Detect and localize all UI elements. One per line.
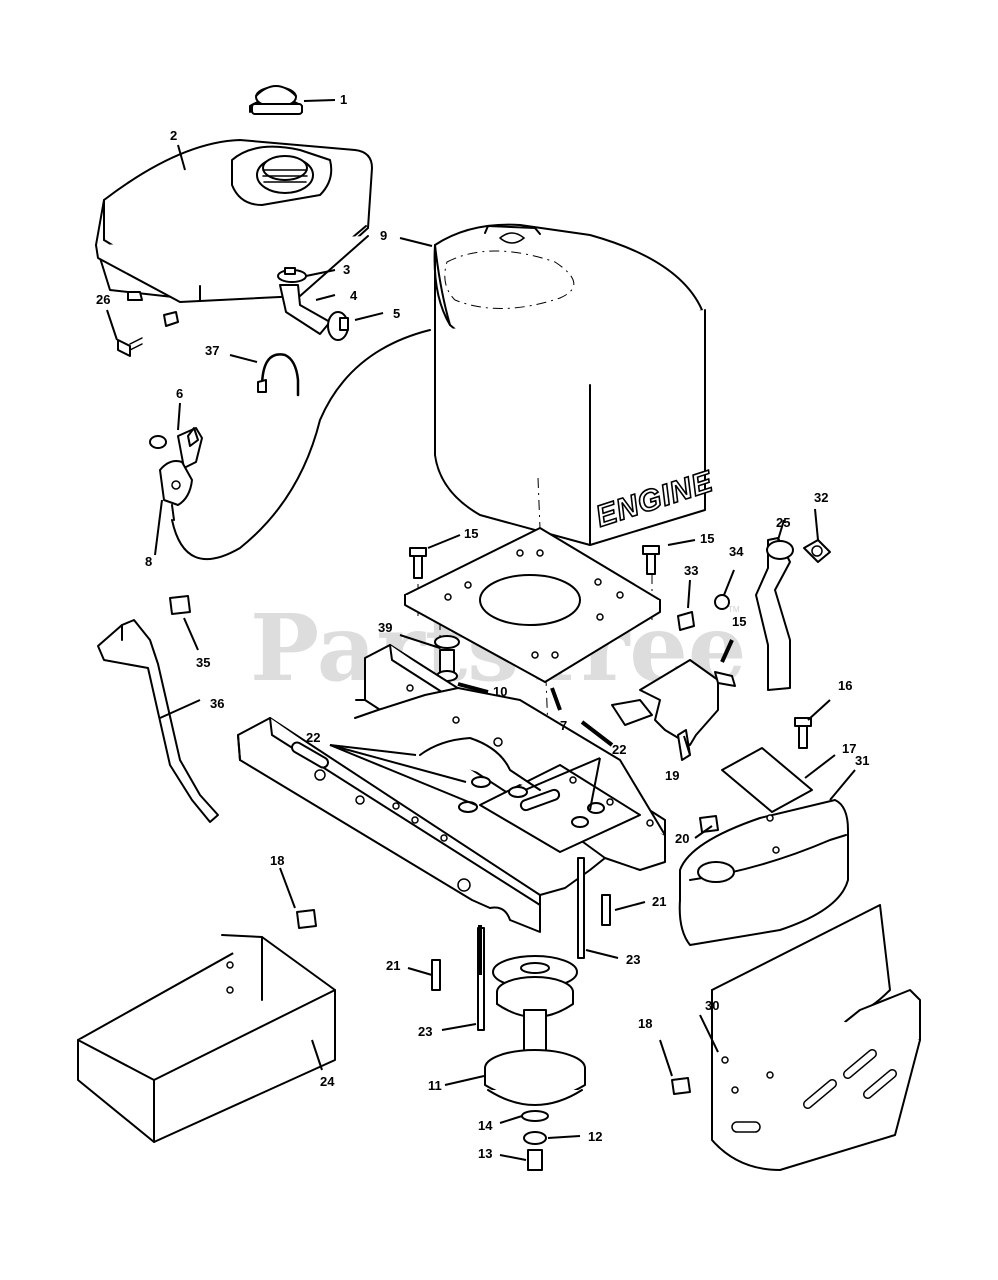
callout-32[interactable]: 32 — [814, 490, 828, 505]
pulley-upper[interactable] — [492, 955, 578, 1018]
washer-14[interactable] — [521, 1110, 549, 1122]
callout-21-right[interactable]: 21 — [652, 894, 666, 909]
callout-19[interactable]: 19 — [665, 768, 679, 783]
callout-24[interactable]: 24 — [320, 1074, 335, 1089]
bolt-13[interactable] — [527, 1149, 543, 1171]
callout-11[interactable]: 11 — [428, 1078, 442, 1093]
callout-15-right[interactable]: 15 — [700, 531, 714, 546]
callout-13[interactable]: 13 — [478, 1146, 492, 1161]
bolt-21-right[interactable] — [601, 894, 611, 926]
callout-25[interactable]: 25 — [776, 515, 790, 530]
bolt-15-left[interactable] — [409, 547, 427, 579]
callout-14[interactable]: 14 — [478, 1118, 493, 1133]
callout-4[interactable]: 4 — [350, 288, 358, 303]
callout-30[interactable]: 30 — [705, 998, 719, 1013]
callouts: 1 2 3 4 5 6 7 8 9 10 11 12 13 14 15 15 1… — [96, 92, 869, 1161]
callout-18-shield[interactable]: 18 — [638, 1016, 652, 1031]
callout-15-bracket[interactable]: 15 — [732, 614, 746, 629]
fuel-tank[interactable] — [95, 139, 373, 327]
callout-36[interactable]: 36 — [210, 696, 224, 711]
hose-clamp-lower[interactable] — [327, 311, 349, 341]
callout-10[interactable]: 10 — [493, 684, 507, 699]
engine[interactable]: ENGINE — [433, 223, 718, 546]
callout-17[interactable]: 17 — [842, 741, 856, 756]
callout-12[interactable]: 12 — [588, 1129, 602, 1144]
screw-26[interactable] — [117, 337, 143, 357]
watermark-trademark: TM — [728, 605, 740, 614]
screw-35[interactable] — [169, 595, 191, 615]
washer-12[interactable] — [523, 1131, 547, 1145]
callout-39[interactable]: 39 — [378, 620, 392, 635]
exhaust-gasket-32[interactable] — [803, 539, 831, 563]
throttle-control[interactable] — [149, 427, 203, 521]
leader-lines — [106, 99, 856, 1161]
callout-1[interactable]: 1 — [340, 92, 347, 107]
screw-33[interactable] — [677, 611, 695, 631]
hose-clamp-upper[interactable] — [277, 267, 307, 283]
frame-chassis[interactable] — [237, 644, 666, 933]
bracket-17[interactable] — [721, 747, 813, 813]
callout-34[interactable]: 34 — [729, 544, 744, 559]
screw-18-battery[interactable] — [296, 909, 317, 929]
callout-16[interactable]: 16 — [838, 678, 852, 693]
callout-15-left[interactable]: 15 — [464, 526, 478, 541]
callout-7[interactable]: 7 — [560, 718, 567, 733]
fuel-cap[interactable] — [249, 85, 303, 115]
nut-22[interactable] — [458, 776, 605, 828]
callout-8[interactable]: 8 — [145, 554, 152, 569]
lock-washer-39[interactable] — [434, 635, 460, 649]
bolt-21-left[interactable] — [431, 959, 441, 991]
screw-20[interactable] — [699, 815, 719, 833]
callout-31[interactable]: 31 — [855, 753, 869, 768]
bracket-19[interactable] — [611, 659, 719, 761]
rod-23-right[interactable] — [577, 857, 585, 959]
engine-mount-plate[interactable] — [404, 527, 661, 683]
muffler-31[interactable] — [678, 799, 849, 946]
exhaust-shield-30[interactable] — [711, 904, 921, 1171]
fuel-line-37[interactable] — [257, 353, 300, 397]
callout-23-left[interactable]: 23 — [418, 1024, 432, 1039]
bolt-16[interactable] — [794, 717, 812, 749]
callout-35[interactable]: 35 — [196, 655, 210, 670]
callout-18-battery[interactable]: 18 — [270, 853, 284, 868]
battery-box-24[interactable] — [77, 934, 336, 1143]
callout-37[interactable]: 37 — [205, 343, 219, 358]
exhaust-pipe-25[interactable] — [755, 537, 794, 691]
washer-34[interactable] — [714, 594, 730, 610]
pulley-11[interactable] — [484, 1049, 586, 1106]
screw-18-shield[interactable] — [671, 1077, 691, 1095]
callout-3[interactable]: 3 — [343, 262, 350, 277]
callout-21-left[interactable]: 21 — [386, 958, 400, 973]
callout-23-right[interactable]: 23 — [626, 952, 640, 967]
bolt-15-right[interactable] — [642, 545, 660, 575]
callout-2[interactable]: 2 — [170, 128, 177, 143]
callout-9[interactable]: 9 — [380, 228, 387, 243]
bolt-15-bracket[interactable] — [714, 671, 736, 687]
callout-6[interactable]: 6 — [176, 386, 183, 401]
callout-22-left[interactable]: 22 — [306, 730, 320, 745]
bracket-36[interactable] — [97, 619, 219, 823]
throttle-cable — [171, 329, 431, 561]
callout-26[interactable]: 26 — [96, 292, 110, 307]
callout-33[interactable]: 33 — [684, 563, 698, 578]
callout-20[interactable]: 20 — [675, 831, 689, 846]
callout-5[interactable]: 5 — [393, 306, 400, 321]
callout-22-right[interactable]: 22 — [612, 742, 626, 757]
